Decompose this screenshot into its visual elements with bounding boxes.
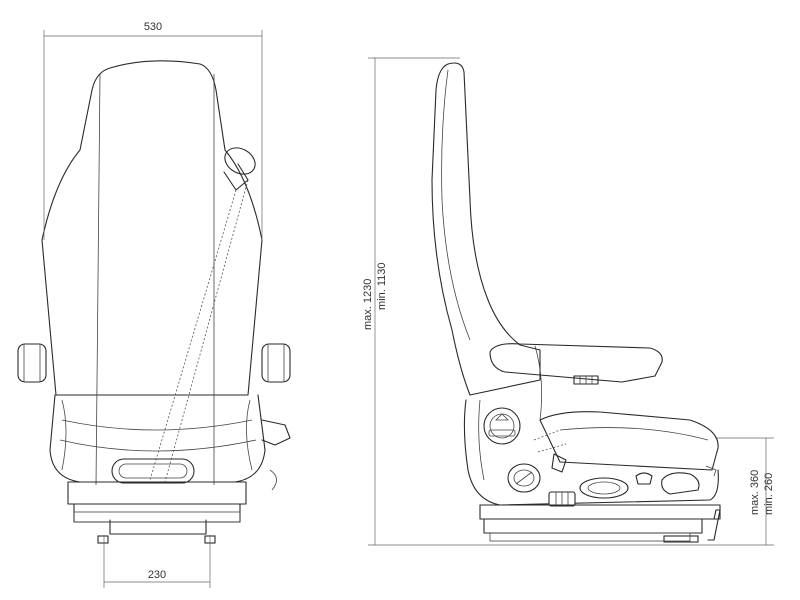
front-belt-strap [223,163,249,191]
side-dimensions: max. 1230 min. 1130 max. 360 min. 260 [362,57,775,546]
height-max-label: max. 1230 [362,279,374,330]
front-base-upper [67,481,247,505]
front-armrest-left [17,343,47,383]
height-min-label: min. 1130 [376,263,388,311]
base-width-label: 230 [148,569,166,581]
side-armrest [489,343,663,383]
side-lever-handle [579,477,629,499]
front-view [17,60,291,544]
front-base-lower [73,503,241,523]
seat-height-min-label: min. 260 [763,473,775,515]
side-lumbar-wheel [507,463,541,493]
side-seat-cushion [539,411,719,471]
side-recline-knob [483,407,521,445]
side-view [431,62,721,543]
front-seat-cushion [49,394,266,483]
side-base-lower [483,518,703,534]
front-base-rail [109,519,207,535]
front-belt-guide [224,147,256,175]
front-backrest-outline [41,60,263,396]
front-belt-diagonal [149,179,249,483]
width-total-label: 530 [144,21,162,33]
side-base-upper [479,504,721,520]
side-lower-shell [463,399,719,506]
front-armrest-right [261,343,291,383]
front-handle-slot [111,458,195,484]
front-backrest-panel [95,73,215,486]
front-side-lever [261,419,291,446]
front-dimensions: 530 230 [43,21,263,588]
side-backrest-outline [431,62,541,396]
seat-height-max-label: max. 360 [749,470,761,515]
side-front-knob [661,472,700,495]
